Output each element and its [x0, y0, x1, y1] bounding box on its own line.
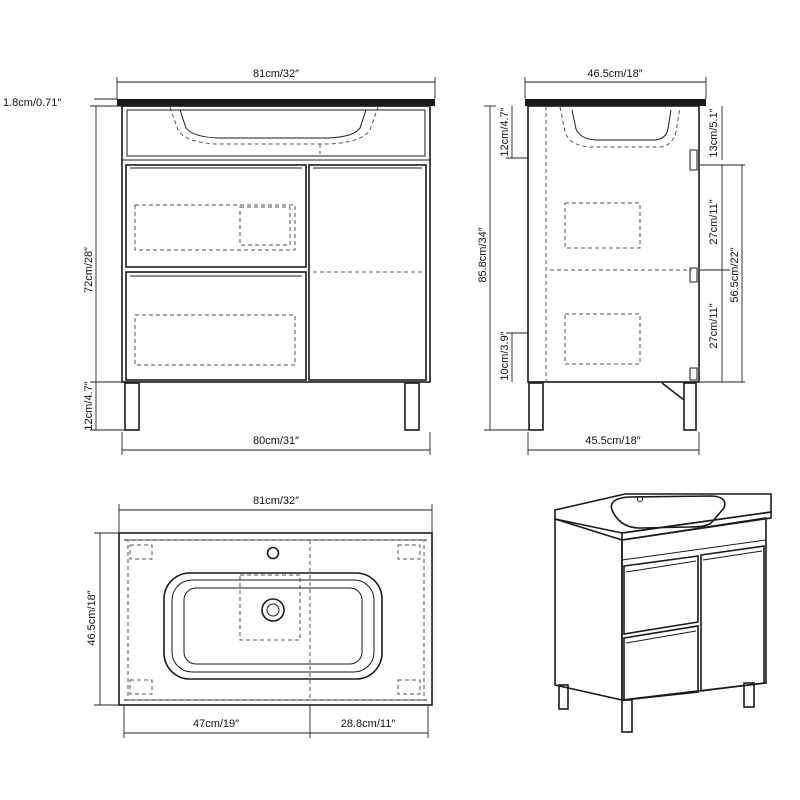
top-basin-mid: [171, 579, 375, 673]
top-view: 81cm/32″ 46.5cm/18″ 47cm/19″ 28.8cm/11″: [86, 495, 433, 738]
side-drawer-inset-label: 10cm/3.9″: [499, 331, 511, 380]
side-lower-drawer-box: [564, 313, 641, 365]
top-corner-br: [397, 544, 421, 560]
side-basin-depth-label: 12cm/4.7″: [499, 107, 511, 156]
side-carcass: [527, 105, 700, 383]
side-bottom-clip: [689, 367, 698, 381]
front-apron: [126, 109, 426, 157]
front-leg-left: [124, 382, 140, 431]
side-apron-label: 13cm/5.1″: [708, 108, 720, 157]
front-bottom-drawer-box: [134, 314, 296, 366]
top-cabinet-hidden: [127, 539, 425, 701]
iso-faucet-hole: [637, 496, 643, 502]
top-basin-offset-label: 47cm/19″: [193, 718, 239, 730]
iso-bottom-drawer-handle: [625, 630, 697, 644]
front-top-thickness-label: 1.8cm/0.71″: [3, 97, 61, 109]
iso-cabinet-front: [621, 517, 767, 701]
iso-bottom-drawer: [623, 625, 699, 701]
top-drain: [261, 598, 285, 622]
top-remaining-width-label: 28.8cm/11″: [341, 718, 396, 730]
iso-view: [554, 493, 772, 733]
top-basin-inner: [183, 587, 363, 665]
side-view: 46.5cm/18″ 85.8cm/34″ 12cm/4.7″ 10cm/3.9…: [477, 68, 745, 455]
iso-apron-line: [621, 539, 767, 561]
iso-door-handle: [702, 550, 763, 561]
top-basin-outer: [163, 572, 383, 680]
side-drawer-stack-label: 56.5cm/22″: [729, 247, 741, 302]
top-width-label: 81cm/32″: [253, 495, 299, 507]
top-corner-bl: [129, 544, 153, 560]
front-body-width-label: 80cm/31″: [253, 435, 299, 447]
front-basin-outline: [169, 106, 379, 145]
side-upper-drawer-label: 27cm/11″: [708, 199, 720, 244]
side-countertop: [525, 99, 706, 106]
front-carcass: [121, 105, 431, 383]
front-countertop: [117, 99, 435, 106]
iso-top-drawer-handle: [625, 560, 697, 573]
top-countertop-outline: [118, 532, 433, 706]
top-corner-fr: [397, 679, 421, 695]
top-drain-box-hidden: [239, 574, 301, 641]
top-faucet-hole: [266, 546, 280, 560]
front-leg-height-label: 12cm/4.7″: [83, 381, 95, 430]
front-view: 81cm/32″ 1.8cm/0.71″ 72cm/28″ 12cm/4.7″ …: [3, 68, 436, 455]
side-top-depth-label: 46.5cm/18″: [587, 68, 642, 80]
side-basin-outline: [559, 106, 681, 148]
top-depth-label: 46.5cm/18″: [86, 590, 98, 645]
front-top-width-label: 81cm/32″: [253, 68, 299, 80]
side-leg-brace: [661, 382, 685, 401]
iso-top-drawer: [623, 555, 699, 635]
side-total-height-label: 85.8cm/34″: [477, 227, 489, 282]
front-body-height-label: 72cm/28″: [83, 247, 95, 293]
iso-leg-front-left: [621, 699, 633, 733]
top-corner-fl: [129, 679, 153, 695]
iso-countertop-front: [621, 511, 772, 541]
side-basin-inner: [571, 109, 672, 141]
side-body-depth-label: 45.5cm/18″: [585, 435, 640, 447]
side-leg-front: [683, 382, 697, 431]
front-bottom-drawer: [125, 271, 307, 381]
side-leg-back: [528, 382, 544, 431]
front-top-drawer-inner: [239, 206, 291, 246]
front-top-drawer: [125, 164, 307, 268]
iso-leg-front-right: [743, 682, 755, 708]
side-drawer-clip: [689, 267, 698, 283]
iso-cabinet-side: [554, 517, 623, 701]
iso-basin: [610, 495, 726, 529]
top-drain-inner: [266, 603, 280, 617]
side-lower-drawer-label: 27cm/11″: [708, 303, 720, 348]
front-door: [308, 164, 427, 381]
front-leg-right: [404, 382, 420, 431]
side-apron-clip: [689, 149, 698, 171]
iso-leg-back-left: [558, 684, 569, 710]
front-basin-inner: [179, 109, 367, 139]
side-upper-drawer-box: [564, 202, 641, 249]
front-top-drawer-box: [134, 204, 296, 251]
iso-door: [700, 545, 765, 692]
